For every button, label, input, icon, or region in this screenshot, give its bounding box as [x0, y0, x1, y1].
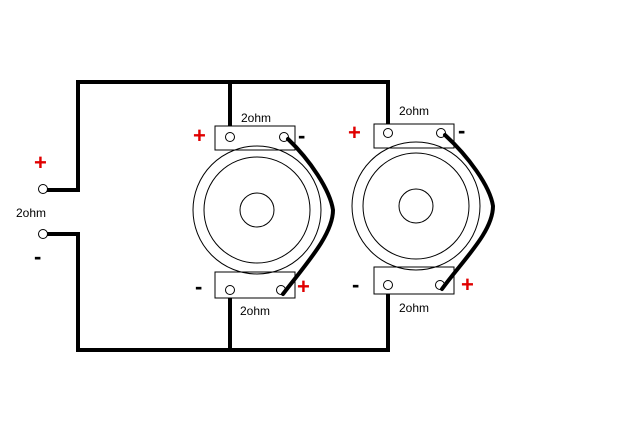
speaker-1-bottom-impedance-label: 2ohm: [240, 304, 270, 318]
speaker-1-top-minus-sign: -: [298, 123, 305, 148]
speaker-2-top-minus-sign: -: [458, 118, 465, 143]
speaker-2-cone: [362, 152, 470, 260]
speaker-1-frame: [192, 145, 322, 275]
speaker-1-bottom-plus-sign: +: [297, 274, 310, 299]
speaker-1-terminal-top-left: [225, 132, 235, 142]
source-plus-sign: +: [34, 150, 47, 175]
speaker-2-terminal-top-left: [383, 128, 393, 138]
source-impedance-label: 2ohm: [16, 206, 46, 220]
wires: [45, 80, 390, 352]
speaker-2-frame: [351, 141, 481, 271]
positive-bus-wire: [45, 80, 390, 192]
speaker-1: 2ohm 2ohm + - - +: [192, 111, 336, 318]
source-minus-sign: -: [34, 244, 41, 269]
source-negative-terminal: [38, 229, 48, 239]
speaker-2-bottom-minus-sign: -: [352, 272, 359, 297]
speaker-2-terminal-bottom-left: [383, 280, 393, 290]
source-terminals: + 2ohm -: [16, 150, 48, 269]
speaker-1-bottom-minus-sign: -: [195, 274, 202, 299]
speaker-1-terminal-bottom-left: [225, 285, 235, 295]
speaker-2: 2ohm 2ohm + - - +: [348, 104, 496, 315]
negative-bus-wire: [45, 232, 390, 352]
source-positive-terminal: [38, 184, 48, 194]
speaker-1-top-impedance-label: 2ohm: [241, 111, 271, 125]
speaker-2-top-plus-sign: +: [348, 120, 361, 145]
speaker-1-top-plus-sign: +: [193, 123, 206, 148]
speaker-2-dust-cap: [398, 188, 434, 224]
speaker-1-dust-cap: [239, 192, 275, 228]
speaker-1-cone: [203, 156, 311, 264]
speaker-1-jumper-wire: [281, 137, 336, 296]
speaker-2-bottom-plus-sign: +: [461, 272, 474, 297]
speaker-2-bottom-impedance-label: 2ohm: [399, 301, 429, 315]
speaker-2-jumper-wire: [440, 133, 496, 291]
speaker-2-top-impedance-label: 2ohm: [399, 104, 429, 118]
